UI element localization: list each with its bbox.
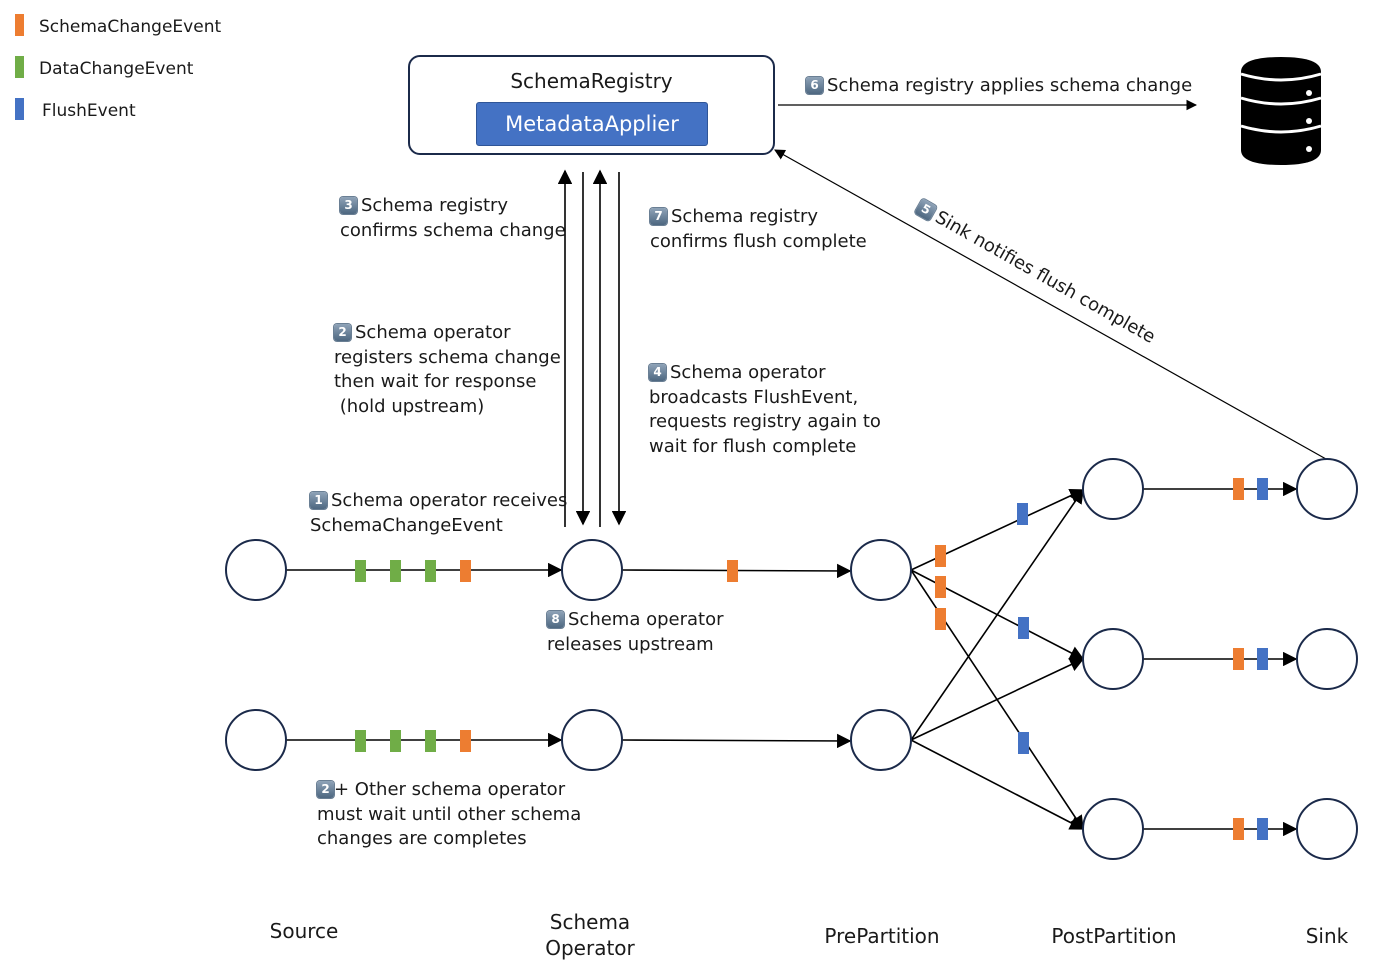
step-8-line2: releases upstream — [547, 633, 714, 655]
node-postpartition-1 — [1082, 458, 1144, 520]
node-postpartition-3 — [1082, 798, 1144, 860]
event-schema-change — [1233, 478, 1244, 500]
node-prepartition-2 — [850, 709, 912, 771]
step-7-line2: confirms flush complete — [650, 230, 867, 252]
node-schema-op-1 — [561, 539, 623, 601]
event-schema-change — [460, 560, 471, 582]
event-schema-change — [935, 545, 946, 567]
edge-pre2-post3 — [910, 739, 1085, 830]
legend-swatch-schema-change — [15, 14, 24, 36]
event-flush — [1257, 478, 1268, 500]
step-7-line1: Schema registry — [671, 206, 819, 227]
legend-label-data-change: DataChangeEvent — [39, 59, 194, 79]
step-2plus-line3: changes are completes — [317, 828, 527, 849]
step-4-line4: wait for flush complete — [649, 435, 857, 457]
step-2plus-line2: must wait until other schema — [317, 803, 582, 825]
legend-swatch-data-change — [15, 56, 24, 78]
arrow-sink-notifies — [774, 149, 1327, 460]
event-schema-change — [460, 730, 471, 752]
node-prepartition-1 — [850, 539, 912, 601]
step-badge: 8 — [547, 611, 564, 628]
database-icon — [1240, 57, 1322, 165]
node-sink-1 — [1296, 458, 1358, 520]
event-schema-change — [935, 576, 946, 598]
step-badge: 6 — [806, 77, 823, 94]
node-schema-op-2 — [561, 709, 623, 771]
edge-pre2-post1 — [910, 488, 1084, 741]
event-data — [355, 730, 366, 752]
stage-label-source: Source — [269, 919, 339, 943]
step-3-line2: confirms schema change — [340, 219, 566, 241]
stage-label-schema-operator-line2: Operator — [545, 936, 635, 960]
stage-label-schema-operator: Schema Operator — [530, 909, 650, 961]
step-badge: 4 — [649, 364, 666, 381]
step-2plus-label: 2+ Other schema operator must wait until… — [317, 778, 581, 852]
step-3-line1: Schema registry — [361, 195, 509, 216]
event-schema-change — [1233, 818, 1244, 840]
node-sink-2 — [1296, 628, 1358, 690]
event-data — [355, 560, 366, 582]
event-data — [425, 730, 436, 752]
event-flush — [1257, 818, 1268, 840]
step-6-text: Schema registry applies schema change — [827, 75, 1193, 96]
step-badge: 2 — [317, 781, 334, 798]
step-1-line2: SchemaChangeEvent — [310, 514, 503, 536]
node-source-2 — [225, 709, 287, 771]
event-flush — [1257, 648, 1268, 670]
event-flush — [1018, 732, 1029, 754]
event-schema-change — [935, 608, 946, 630]
step-2-line1: Schema operator — [355, 322, 511, 343]
event-flush — [1017, 503, 1028, 525]
stage-label-postpartition: PostPartition — [1051, 924, 1177, 948]
schema-registry-title: SchemaRegistry — [510, 69, 673, 93]
step-2-line2: registers schema change — [334, 346, 561, 368]
step-badge: 1 — [310, 492, 327, 509]
step-4-line2: broadcasts FlushEvent, — [649, 386, 859, 408]
event-schema-change — [1233, 648, 1244, 670]
edge-pre2-post2 — [910, 658, 1085, 741]
event-data — [425, 560, 436, 582]
legend-label-schema-change: SchemaChangeEvent — [39, 17, 222, 37]
step-badge: 2 — [334, 324, 351, 341]
step-badge: 3 — [340, 197, 357, 214]
step-2-line3: then wait for response — [334, 371, 537, 392]
step-2plus-line1: + Other schema operator — [334, 779, 566, 800]
step-8-line1: Schema operator — [568, 609, 724, 630]
schema-registry-box: SchemaRegistry MetadataApplier — [408, 55, 775, 155]
legend-swatch-flush — [15, 98, 24, 120]
stage-label-sink: Sink — [1305, 924, 1349, 948]
stage-label-prepartition: PrePartition — [824, 924, 940, 948]
node-postpartition-2 — [1082, 628, 1144, 690]
event-flush — [1018, 617, 1029, 639]
stage-label-schema-operator-line1: Schema — [549, 910, 631, 934]
event-data — [390, 730, 401, 752]
step-4-line3: requests registry again to — [649, 411, 881, 432]
edge-op2-pre2 — [621, 733, 852, 749]
event-data — [390, 560, 401, 582]
node-sink-3 — [1296, 798, 1358, 860]
legend-label-flush: FlushEvent — [42, 101, 136, 121]
step-badge: 7 — [650, 208, 667, 225]
event-schema-change — [727, 560, 738, 582]
step-1-line1: Schema operator receives — [331, 490, 568, 511]
step-4-line1: Schema operator — [670, 362, 826, 383]
node-source-1 — [225, 539, 287, 601]
step-2-line4: (hold upstream) — [334, 395, 485, 417]
metadata-applier: MetadataApplier — [476, 102, 708, 146]
